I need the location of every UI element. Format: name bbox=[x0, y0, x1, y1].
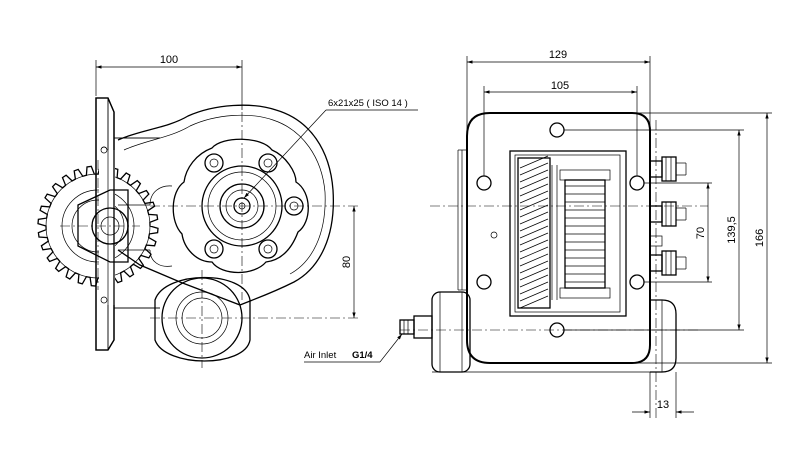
shaft-spec-callout: 6x21x25 ( ISO 14 ) bbox=[243, 98, 418, 199]
side-view: 129 105 70 139,5 166 bbox=[304, 49, 772, 418]
front-center-lines bbox=[60, 112, 360, 368]
dimension-139-5: 139,5 bbox=[564, 129, 744, 331]
bolt-icon bbox=[204, 239, 224, 259]
shaft-spec-label: 6x21x25 ( ISO 14 ) bbox=[328, 98, 408, 109]
side-center-lines bbox=[400, 120, 708, 418]
hole-icon bbox=[476, 274, 492, 290]
dim-70-label: 70 bbox=[695, 227, 707, 239]
dimension-129: 129 bbox=[466, 49, 651, 136]
dim-105-label: 105 bbox=[551, 80, 569, 92]
hole-icon bbox=[629, 175, 645, 191]
dimension-width: 100 bbox=[95, 54, 243, 110]
dim-width-label: 100 bbox=[160, 54, 178, 66]
dimension-166: 166 bbox=[632, 112, 772, 364]
side-air-cylinder bbox=[431, 291, 677, 373]
dimension-105: 105 bbox=[483, 80, 638, 176]
gear-cutaway bbox=[509, 150, 627, 317]
hole-icon bbox=[629, 274, 645, 290]
dimension-13: 13 bbox=[632, 372, 694, 418]
air-inlet-label: Air Inlet bbox=[304, 350, 337, 361]
dimension-70: 70 bbox=[644, 182, 712, 283]
stud-icon bbox=[649, 201, 687, 227]
dim-129-label: 129 bbox=[549, 49, 567, 61]
air-inlet-thread: G1/4 bbox=[352, 350, 373, 361]
dim-height-label: 80 bbox=[341, 256, 353, 268]
front-view: 100 80 6x21x25 ( ISO 14 ) bbox=[37, 54, 418, 368]
air-inlet-fitting bbox=[399, 315, 433, 339]
hole-icon bbox=[490, 231, 498, 239]
dim-139-5-label: 139,5 bbox=[726, 216, 738, 244]
pump-housing bbox=[117, 104, 335, 306]
air-inlet-callout: Air Inlet G1/4 bbox=[304, 333, 403, 363]
stud-icon bbox=[649, 156, 687, 182]
gear-wheel bbox=[37, 97, 160, 351]
dimension-height: 80 bbox=[341, 206, 356, 318]
output-studs bbox=[649, 156, 687, 276]
stud-icon bbox=[649, 250, 687, 276]
bolt-icon bbox=[258, 239, 278, 259]
dim-166-label: 166 bbox=[754, 229, 766, 247]
hole-icon bbox=[476, 175, 492, 191]
bolt-icon bbox=[258, 153, 278, 173]
dim-13-label: 13 bbox=[657, 399, 669, 411]
hole-icon bbox=[549, 122, 565, 138]
bolt-icon bbox=[204, 153, 224, 173]
